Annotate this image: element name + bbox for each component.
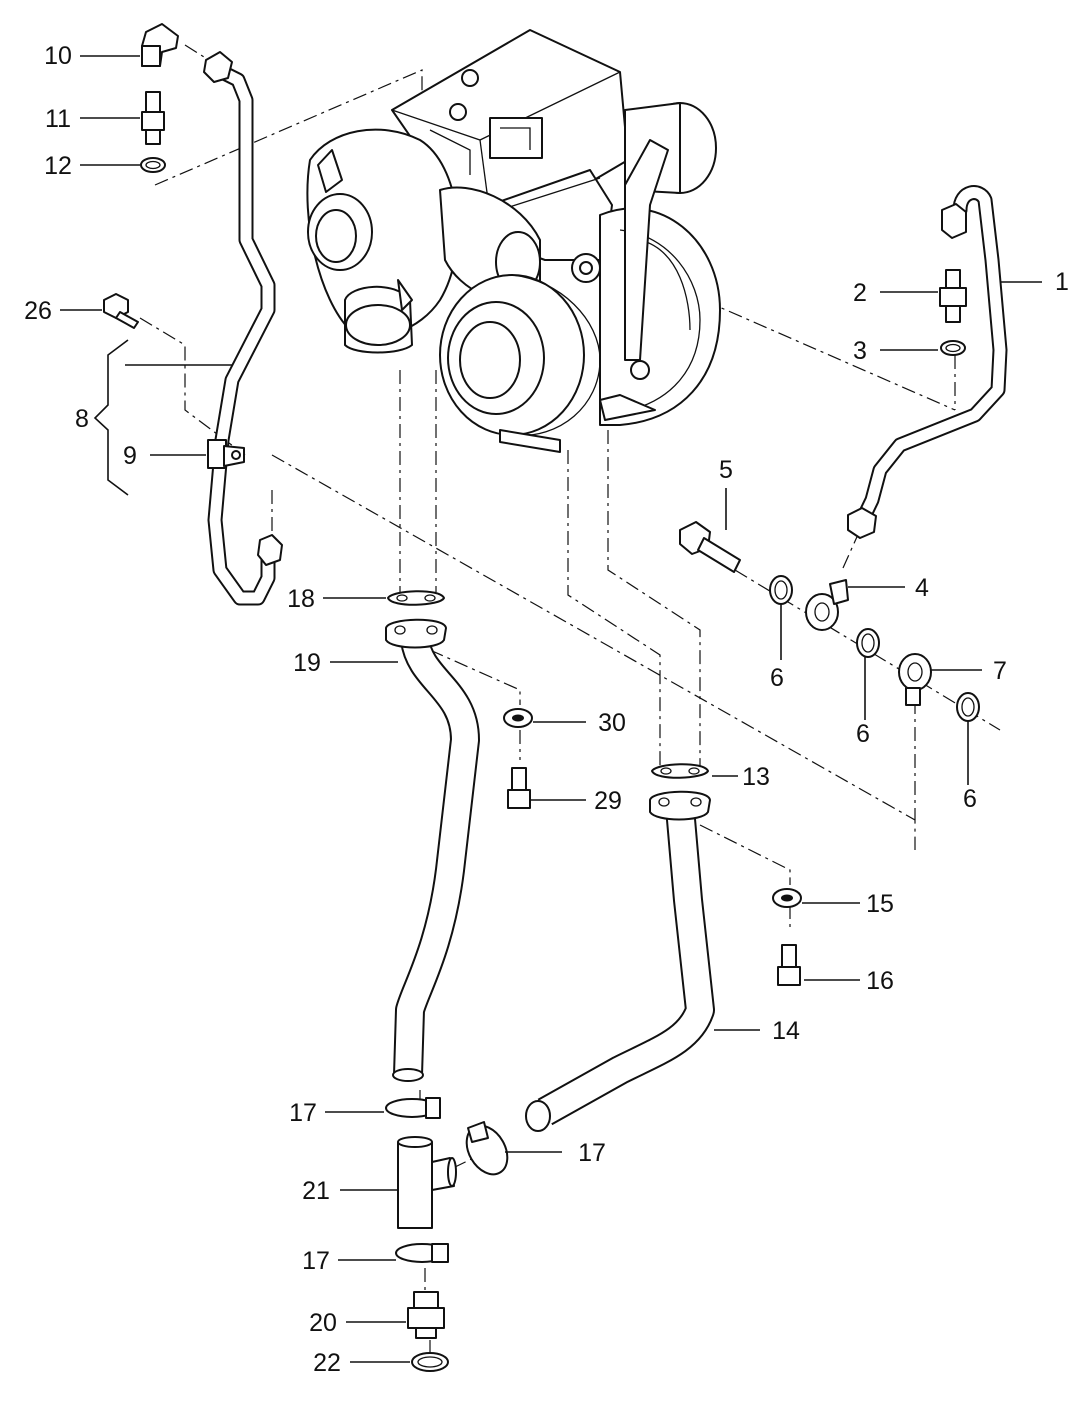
callout-26: 26 <box>24 297 52 325</box>
leader-lines <box>60 55 1042 1363</box>
callout-6: 6 <box>770 664 784 692</box>
turbocharger <box>306 29 721 453</box>
callout-13: 13 <box>742 763 770 791</box>
callout-2: 2 <box>853 279 867 307</box>
gasket <box>387 590 709 779</box>
callout-4: 4 <box>915 574 929 602</box>
washer <box>503 708 802 908</box>
oil-supply-pipe <box>847 185 1008 539</box>
callout-6: 6 <box>856 720 870 748</box>
callout-22: 22 <box>313 1349 341 1377</box>
oil-return-hose <box>385 618 480 1082</box>
callout-16: 16 <box>866 967 894 995</box>
callout-19: 19 <box>293 649 321 677</box>
hose-clamp <box>385 1097 509 1263</box>
callout-29: 29 <box>594 787 622 815</box>
threaded-union <box>407 1291 445 1339</box>
callout-3: 3 <box>853 337 867 365</box>
banjo-fitting <box>805 579 849 631</box>
callout-6: 6 <box>963 785 977 813</box>
banjo-fitting <box>898 653 932 706</box>
pipe-union-nut <box>203 51 283 566</box>
callout-5: 5 <box>719 456 733 484</box>
callout-21: 21 <box>302 1177 330 1205</box>
oil-feed-pipe <box>207 62 276 606</box>
pipe-clamp <box>207 439 245 469</box>
hex-bolt <box>507 767 801 986</box>
callout-9: 9 <box>123 442 137 470</box>
callout-1: 1 <box>1055 268 1069 296</box>
banjo-union <box>141 91 165 145</box>
callout-11: 11 <box>45 105 71 133</box>
callout-30: 30 <box>598 709 626 737</box>
bolt <box>103 293 139 329</box>
callout-17: 17 <box>289 1099 317 1127</box>
callout-18: 18 <box>287 585 315 613</box>
elbow-fitting <box>141 23 179 67</box>
callout-7: 7 <box>993 657 1007 685</box>
adapter-union <box>939 269 967 323</box>
callout-20: 20 <box>309 1309 337 1337</box>
t-connector <box>397 1136 457 1229</box>
callout-14: 14 <box>772 1017 800 1045</box>
callout-labels: 1 2 3 4 5 6 6 6 7 8 9 10 11 12 13 14 15 … <box>24 42 1069 1377</box>
callout-8: 8 <box>75 405 89 433</box>
seal-ring <box>940 340 966 356</box>
coolant-pipe <box>525 790 715 1132</box>
callout-15: 15 <box>866 890 894 918</box>
seal-ring <box>140 157 166 173</box>
seal-ring <box>769 575 980 722</box>
callout-12: 12 <box>44 152 72 180</box>
o-ring <box>411 1352 449 1372</box>
callout-10: 10 <box>44 42 72 70</box>
callout-17: 17 <box>578 1139 606 1167</box>
callout-17: 17 <box>302 1247 330 1275</box>
banjo-bolt <box>679 521 741 573</box>
